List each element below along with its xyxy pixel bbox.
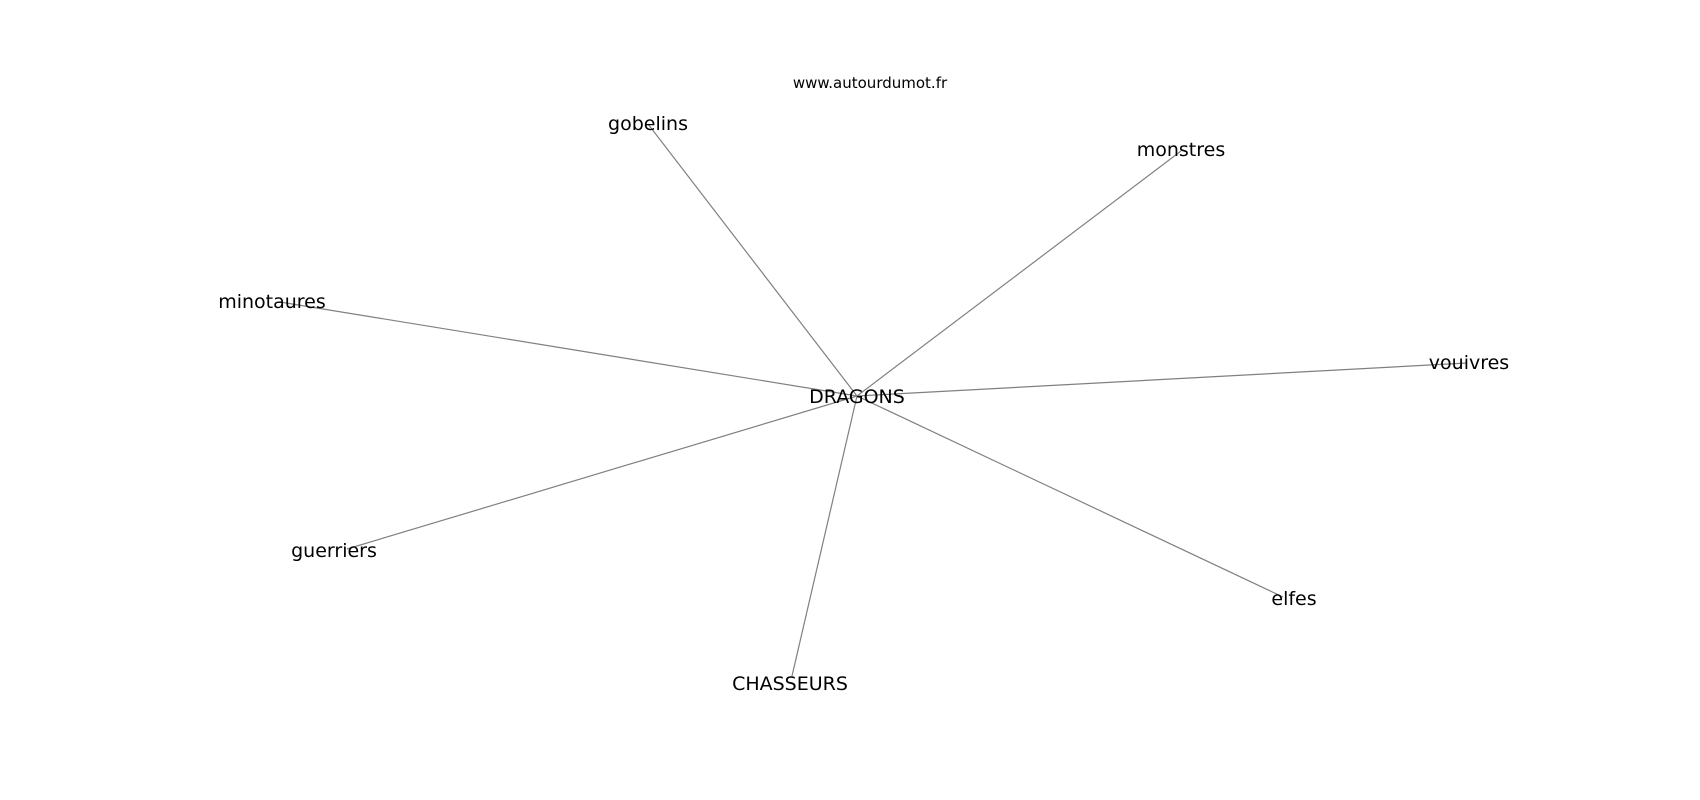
node-label-monstres[interactable]: monstres <box>1137 139 1226 161</box>
node-label-elfes[interactable]: elfes <box>1271 588 1316 610</box>
node-label-minotaures[interactable]: minotaures <box>218 291 326 313</box>
watermark-text: www.autourdumot.fr <box>793 74 948 92</box>
node-label-chasseurs[interactable]: CHASSEURS <box>732 673 848 695</box>
node-label-gobelins[interactable]: gobelins <box>608 113 688 135</box>
node-label-guerriers[interactable]: guerriers <box>291 540 377 562</box>
node-center-label[interactable]: DRAGONS <box>809 386 905 408</box>
edge-dragons-chasseurs <box>791 395 858 677</box>
edge-dragons-vouivres <box>856 362 1468 397</box>
edge-dragons-monstres <box>856 150 1182 397</box>
edge-dragons-elfes <box>856 395 1284 598</box>
node-label-vouivres[interactable]: vouivres <box>1429 352 1509 374</box>
edges <box>279 123 1468 677</box>
edge-dragons-guerriers <box>346 395 858 550</box>
nodes: DRAGONS gobelins monstres minotaures vou… <box>218 113 1509 695</box>
edge-dragons-minotaures <box>279 301 858 397</box>
edge-dragons-gobelins <box>647 123 858 397</box>
